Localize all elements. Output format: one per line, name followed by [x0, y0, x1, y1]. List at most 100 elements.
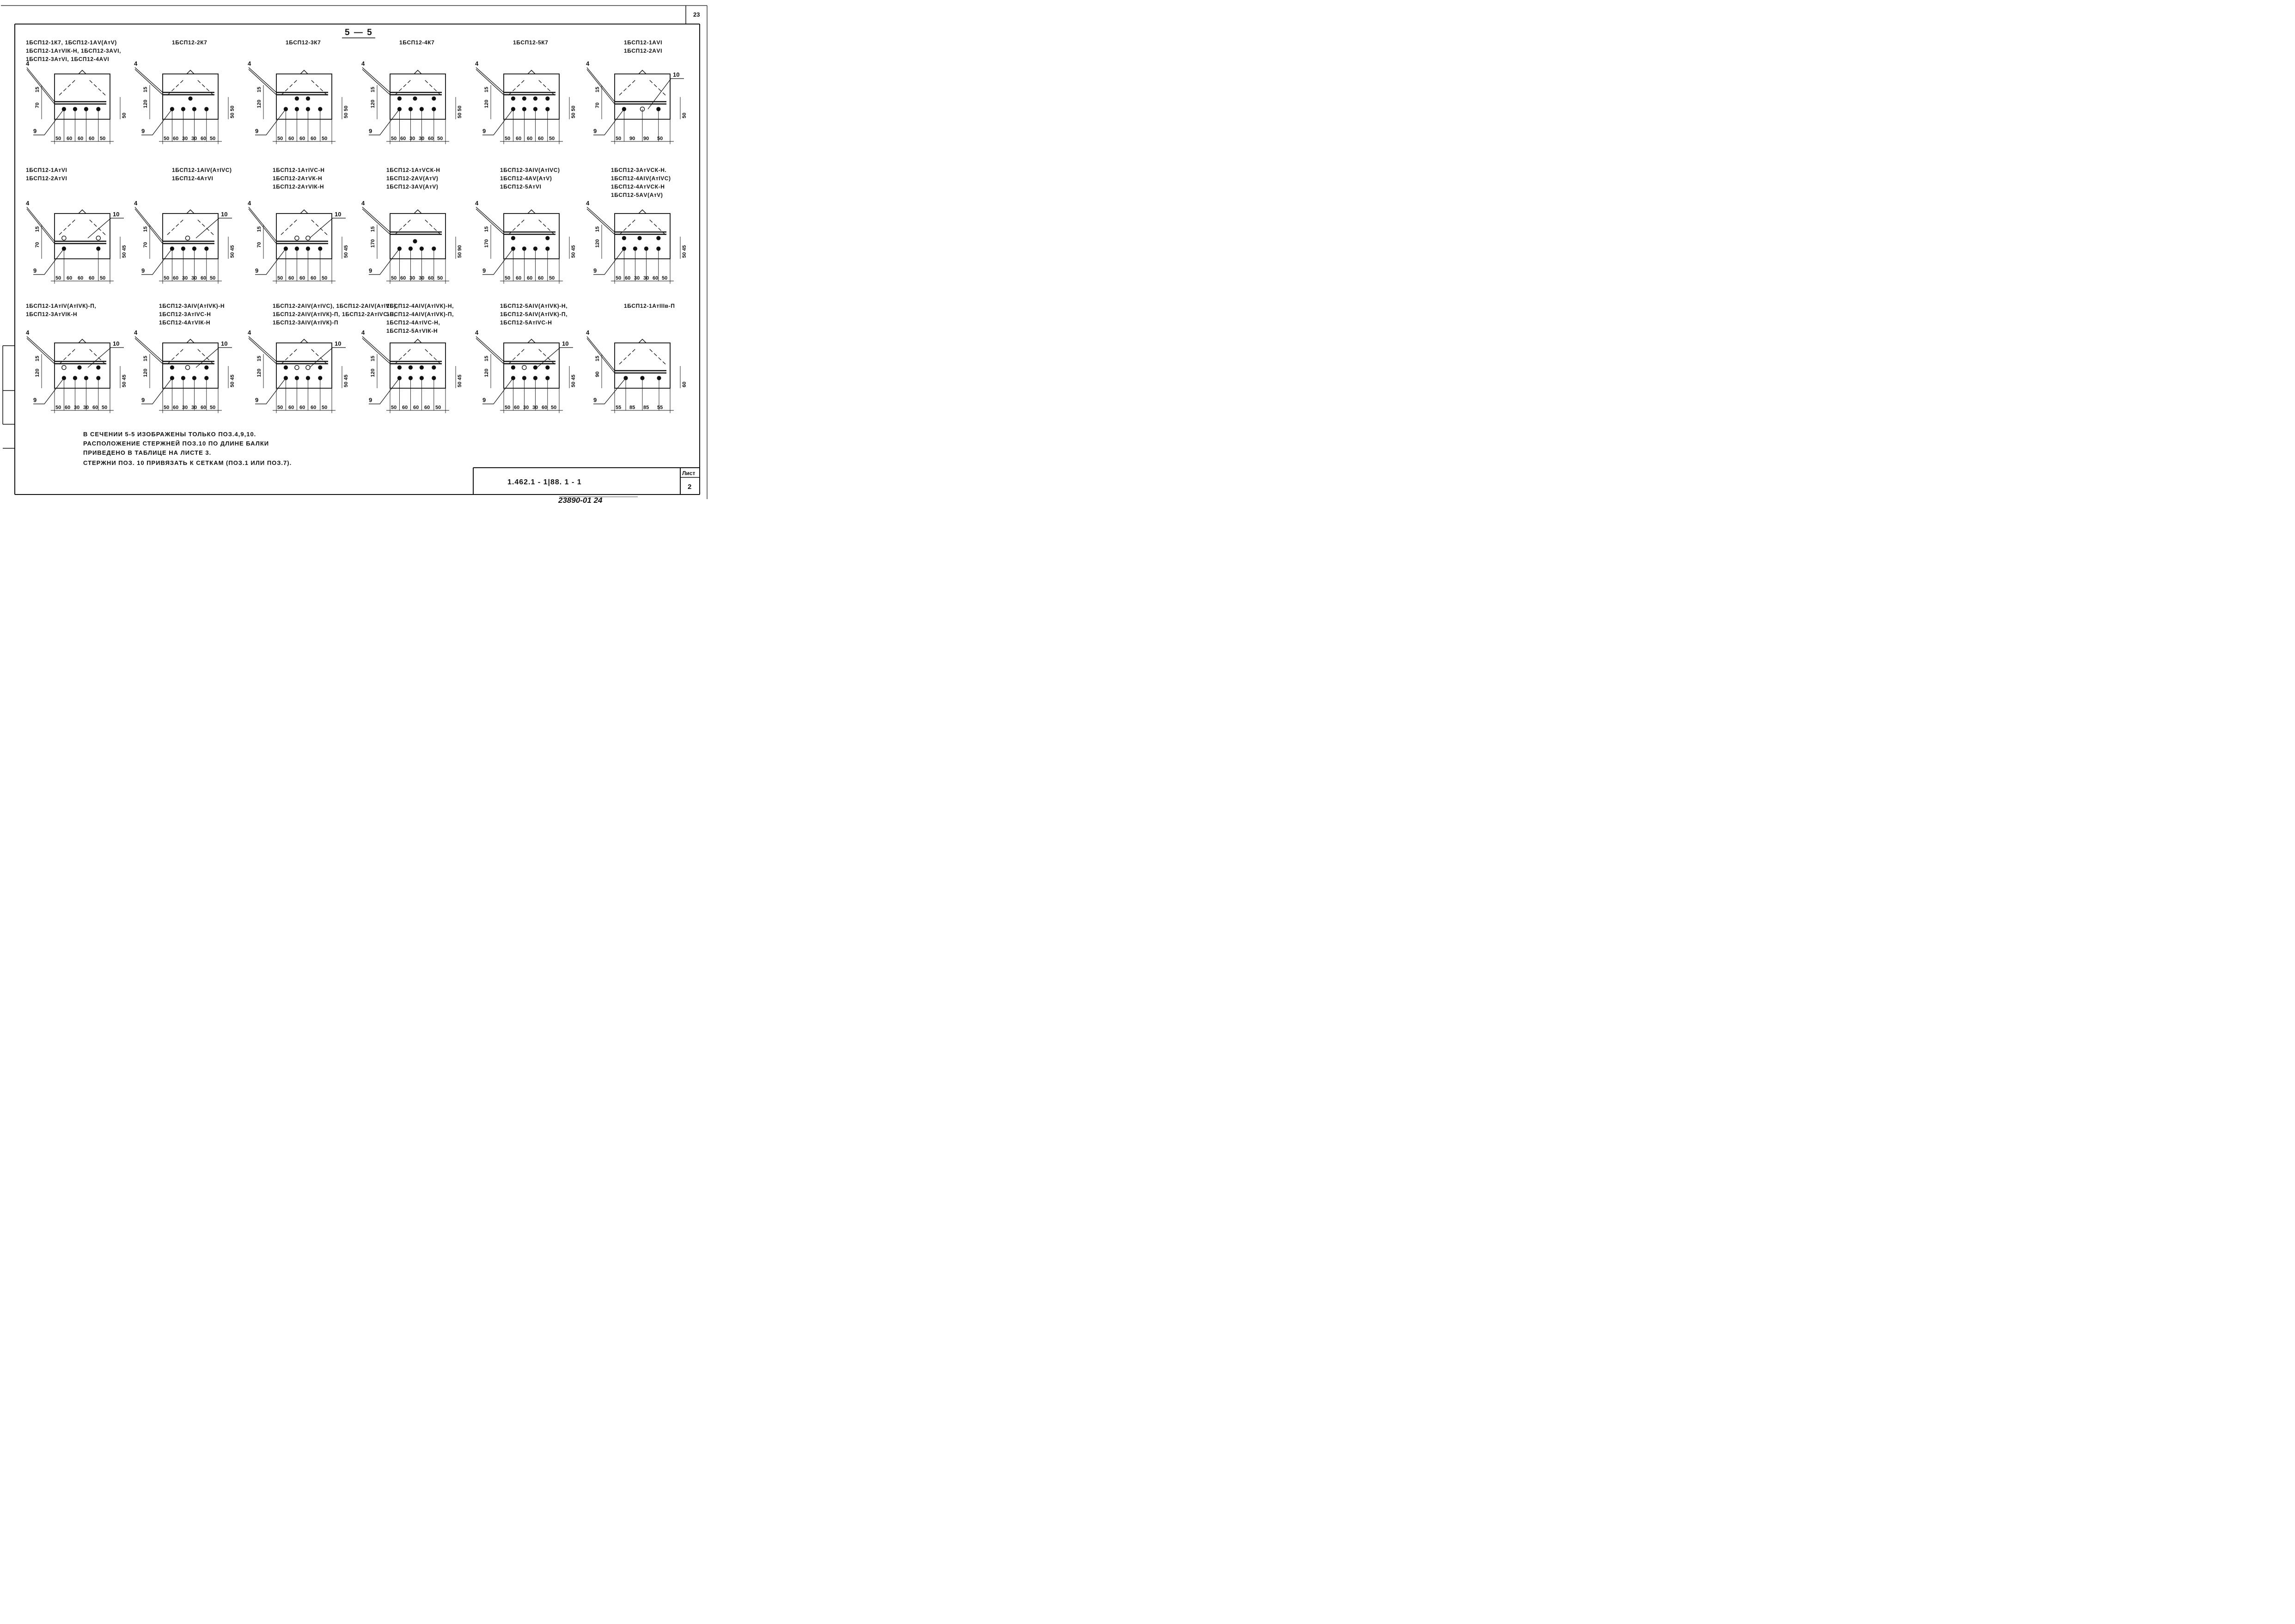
dimension-right: 50 45 — [230, 374, 235, 387]
dimension-bottom: 60 — [516, 136, 521, 141]
dimension-bottom: 60 — [542, 405, 547, 410]
rebar-pos9 — [283, 365, 288, 370]
dimension-bottom: 60 — [173, 405, 178, 410]
stirrup-dashed-right — [196, 79, 214, 96]
dimension-bottom: 60 — [201, 275, 206, 281]
dimension-bottom: 60 — [311, 136, 316, 141]
section-label: 1БСП12-2АтVIК-Н — [273, 183, 324, 190]
leader-pos10 — [537, 347, 573, 368]
callout-pos9: 9 — [369, 128, 372, 134]
dimension-bottom: 60 — [428, 136, 433, 141]
beam-outline — [54, 342, 110, 389]
beam-notch — [638, 338, 647, 343]
rebar-pos9 — [408, 365, 413, 370]
dimension-bottom: 30 — [419, 275, 424, 281]
callout-pos4: 4 — [586, 329, 590, 336]
section-label: 1БСП12-1АтVСК-Н — [386, 167, 440, 173]
dimension-left: 15 — [484, 356, 489, 361]
leader-pos9 — [369, 248, 400, 275]
leader-pos10 — [647, 78, 684, 110]
stirrup-dashed-left — [508, 348, 525, 365]
beam-outline — [276, 73, 332, 120]
dimension-bottom: 60 — [299, 275, 305, 281]
beam-outline — [162, 213, 219, 259]
dimension-left: 15 — [370, 87, 376, 92]
section-label: 1БСП12-2АVI — [624, 48, 662, 54]
dimension-right: 50 45 — [343, 374, 349, 387]
rebar-pos9 — [545, 365, 550, 370]
beam-outline — [276, 213, 332, 259]
dimension-bottom: 90 — [629, 136, 635, 141]
dimension-bottom: 30 — [83, 405, 89, 410]
section-label: 1БСП12-2АV(АтV) — [386, 175, 439, 182]
dimension-bottom: 50 — [549, 275, 555, 281]
dimension-bottom: 60 — [92, 405, 98, 410]
dimension-bottom: 60 — [653, 275, 658, 281]
section-label: 1БСП12-1АтIV(АтIVК)-П, — [26, 303, 96, 309]
rebar-pos9 — [533, 365, 537, 370]
rebar-pos10 — [96, 235, 101, 241]
rebar-pos10 — [522, 365, 527, 370]
dimension-bottom: 30 — [409, 275, 415, 281]
stirrup-dashed-right — [424, 348, 441, 365]
dimension-bottom: 60 — [67, 275, 72, 281]
dimension-bottom: 30 — [191, 275, 197, 281]
section-label: 1БСП12-4АтIVС-Н, — [386, 319, 440, 326]
rebar-pos9 — [188, 96, 193, 101]
stirrup-dashed-right — [648, 348, 666, 365]
section-16: 1БСП12-4АIV(АтIVК)-Н,1БСП12-4АIV(АтIVК)-… — [361, 303, 463, 413]
callout-pos4: 4 — [26, 200, 30, 207]
leader-pos4 — [26, 67, 55, 104]
callout-pos9: 9 — [593, 397, 597, 403]
beam-notch — [300, 209, 308, 214]
beam-outline — [162, 342, 219, 389]
dimension-left: 15 — [143, 87, 148, 92]
stirrup-dashed-right — [310, 79, 328, 96]
section-label: 1БСП12-3АV(АтV) — [386, 183, 439, 190]
callout-pos4: 4 — [248, 60, 251, 67]
rebar-pos9 — [419, 365, 424, 370]
beam-notch — [638, 69, 647, 74]
stirrup-dashed-left — [59, 348, 76, 365]
dimension-bottom: 55 — [657, 405, 663, 410]
dimension-right: 50 45 — [457, 374, 463, 387]
dimension-left: 120 — [370, 369, 376, 377]
stirrup-dashed-right — [537, 219, 555, 235]
corner-page-number: 23 — [693, 11, 700, 18]
section-9: 1БСП12-1АтIVС-Н1БСП12-2АтVК-Н1БСП12-2АтV… — [248, 167, 349, 284]
dimension-bottom: 50 — [391, 136, 397, 141]
dimension-left: 15 — [35, 356, 40, 361]
dimension-bottom: 60 — [173, 275, 178, 281]
stirrup-dashed-left — [619, 79, 636, 96]
section-label: 1БСП12-3АтVСК-Н. — [611, 167, 666, 173]
callout-pos9: 9 — [369, 397, 372, 403]
leader-pos10 — [87, 218, 124, 238]
callout-pos9: 9 — [369, 267, 372, 274]
leader-pos10 — [309, 347, 346, 368]
dimension-bottom: 50 — [437, 275, 443, 281]
rebar-pos9 — [170, 365, 174, 370]
rebar-pos9 — [77, 365, 82, 370]
dimension-bottom: 50 — [505, 275, 510, 281]
section-label: 1БСП12-3АтVIК-Н — [26, 311, 77, 317]
dimension-left: 90 — [595, 372, 600, 377]
section-label: 1БСП12-4АIV(АтIVС) — [611, 175, 671, 182]
section-label: 1БСП12-1АтIIIв-П — [624, 303, 675, 309]
dimension-bottom: 60 — [288, 136, 294, 141]
dimension-left: 15 — [256, 356, 262, 361]
rebar-pos9 — [432, 365, 436, 370]
section-label: 1БСП12-4АV(АтV) — [500, 175, 552, 182]
dimension-left: 120 — [595, 239, 600, 248]
sheet-label: Лист — [682, 470, 695, 476]
rebar-pos9 — [96, 365, 101, 370]
callout-pos4: 4 — [475, 329, 479, 336]
stirrup-dashed-left — [167, 79, 184, 96]
rebar-pos10 — [185, 365, 190, 370]
section-label: 1БСП12-1АVI — [624, 39, 662, 46]
dimension-bottom: 50 — [505, 136, 510, 141]
callout-pos9: 9 — [482, 128, 486, 134]
beam-notch — [527, 69, 536, 74]
callout-pos4: 4 — [361, 329, 365, 336]
dimension-bottom: 30 — [409, 136, 415, 141]
